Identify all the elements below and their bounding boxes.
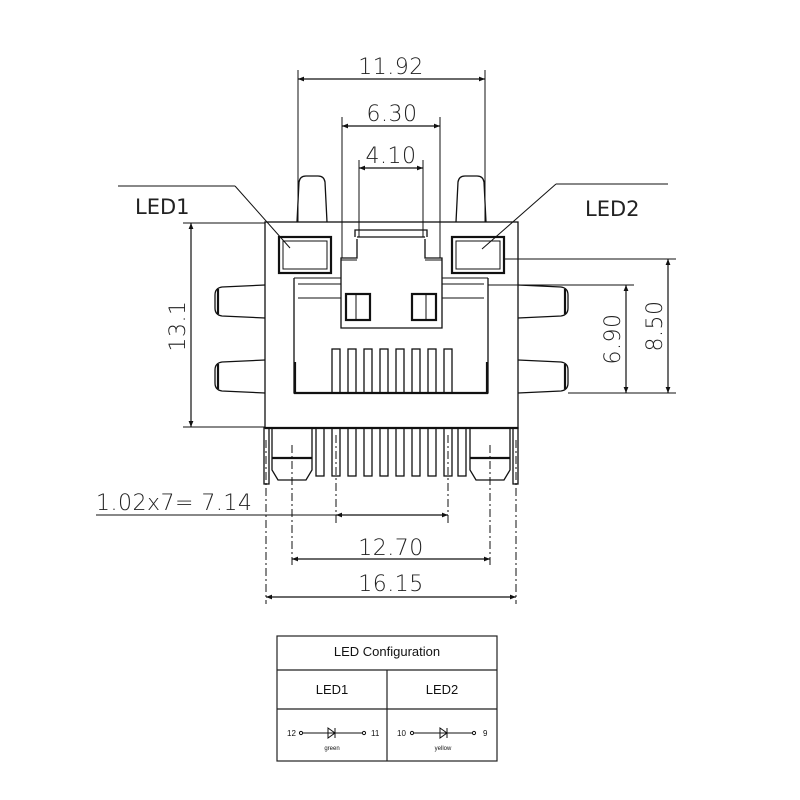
dim-label-height-right-outer: 8.50 [643,301,668,352]
led1-pin-left: 12 [287,729,296,738]
dim-label-overall-bottom: 16.15 [358,572,423,597]
dim-16-15: 16.15 [266,572,516,600]
terminal-icon [361,730,367,736]
diode-icon [439,727,448,739]
led2-diode-symbol: 10 9 yellow [397,727,488,752]
dim-label-mount-pitch: 12.70 [358,536,423,561]
led2-pin-right: 9 [483,729,488,738]
dim-8-50: 8.50 [504,258,676,394]
led2-pin-left: 10 [397,729,406,738]
dim-11-92: 11.92 [297,55,486,222]
side-peg-left-upper [214,284,266,319]
terminal-icon [298,730,304,736]
dim-6-30: 6.30 [341,102,441,258]
dim-6-90: 6.90 [488,284,634,393]
led1-color: green [324,746,339,752]
led1-diode-symbol: 12 11 green [287,727,380,752]
housing [264,221,519,429]
dim-12-70: 12.70 [292,536,490,562]
dim-label-height-left: 13.1 [166,301,191,352]
side-peg-right-lower [517,359,569,394]
terminal-icon [409,730,415,736]
dim-4-10: 4.10 [358,144,424,237]
led2-callout-label: LED2 [585,197,640,221]
led1-pin-right: 11 [371,729,380,738]
led-config-table: LED Configuration LED1 LED2 12 11 green … [276,635,498,762]
table-header-led1: LED1 [316,682,349,697]
top-tab-left [296,175,328,223]
bottom-pins [263,426,519,604]
led2-color: yellow [435,746,452,752]
led1-callout-label: LED1 [135,195,190,219]
dim-7-14: 1.02x7= 7.14 [96,491,448,518]
table-title: LED Configuration [334,644,440,659]
led2-window [450,235,506,275]
dim-13-1: 13.1 [166,222,265,428]
terminal-icon [471,730,477,736]
diode-icon [327,727,336,739]
dim-label-latch-width: 4.10 [366,144,417,169]
callout-led2: LED2 [481,183,668,250]
top-tab-right [455,175,487,223]
dim-label-height-right-inner: 6.90 [601,314,626,365]
dim-label-overall-top: 11.92 [358,55,423,80]
callout-led1: LED1 [118,185,291,249]
dim-label-pin-pitch: 1.02x7= 7.14 [96,491,252,516]
side-peg-left-lower [214,359,266,394]
table-header-led2: LED2 [426,682,459,697]
contact-slots [331,348,453,394]
dim-label-inner-width: 6.30 [367,102,418,127]
side-peg-right-upper [517,284,569,319]
led1-window [277,235,333,275]
